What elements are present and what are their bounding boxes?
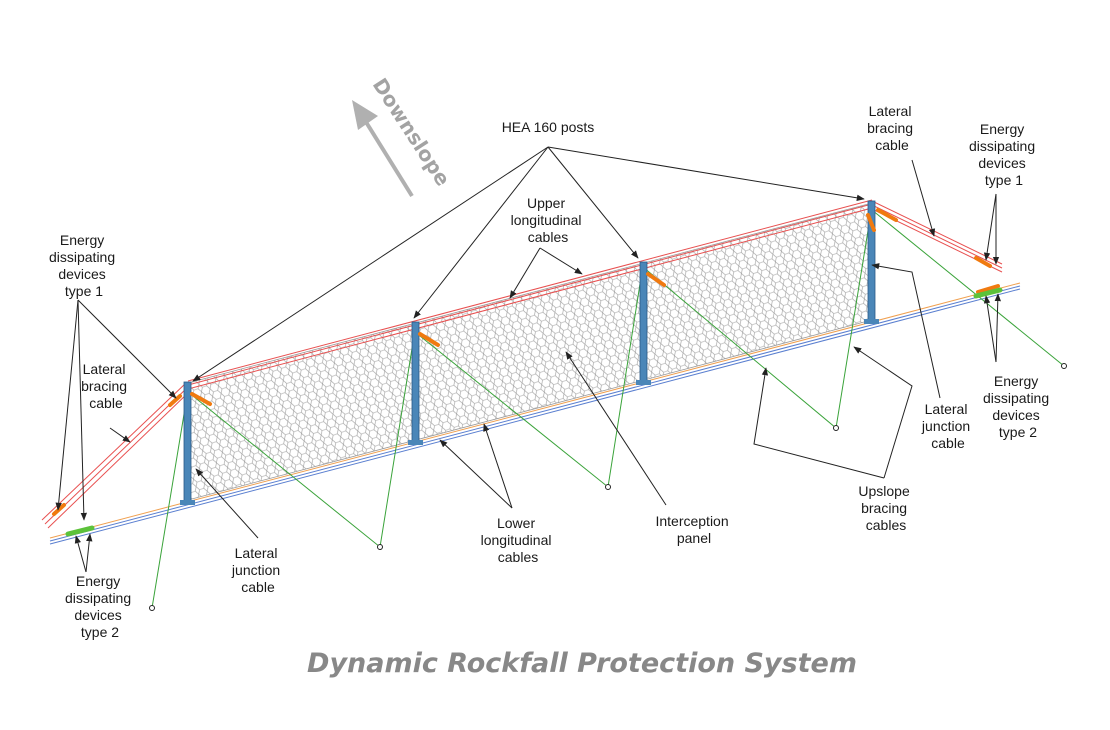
anchor-points xyxy=(149,363,1067,611)
upper-longitudinal-cables xyxy=(187,199,873,390)
label-upper-longitudinal-cables: Upper longitudinal cables xyxy=(511,195,586,245)
label-lateral-bracing-cable-right: Lateral bracing cable xyxy=(867,103,917,153)
label-ed-type2-right: Energy dissipating devices type 2 xyxy=(983,373,1053,440)
label-lateral-bracing-cable-left: Lateral bracing cable xyxy=(81,361,131,411)
label-ed-type1-right: Energy dissipating devices type 1 xyxy=(969,121,1039,188)
lower-longitudinal-cables xyxy=(49,282,1021,545)
hea-160-posts xyxy=(180,200,879,505)
diagram-title: Dynamic Rockfall Protection System xyxy=(307,648,857,679)
ed-devices-type2 xyxy=(65,287,1003,537)
label-lower-longitudinal-cables: Lower longitudinal cables xyxy=(481,515,556,565)
downslope-arrow: Downslope xyxy=(352,74,455,198)
ed-devices-type1 xyxy=(52,208,1000,516)
label-upslope-bracing-cables: Upslope bracing cables xyxy=(858,483,913,533)
label-ed-type2-left: Energy dissipating devices type 2 xyxy=(65,573,135,640)
label-ed-type1-left: Energy dissipating devices type 1 xyxy=(49,232,119,299)
label-lateral-junction-cable-left: Lateral junction cable xyxy=(231,545,284,595)
downslope-label: Downslope xyxy=(368,74,455,191)
label-interception-panel: Interception panel xyxy=(655,513,732,546)
label-lateral-junction-cable-right: Lateral junction cable xyxy=(921,401,974,451)
label-hea-160-posts: HEA 160 posts xyxy=(502,119,595,135)
leader-lines xyxy=(55,146,1001,573)
lateral-bracing-cable-left xyxy=(41,382,191,529)
